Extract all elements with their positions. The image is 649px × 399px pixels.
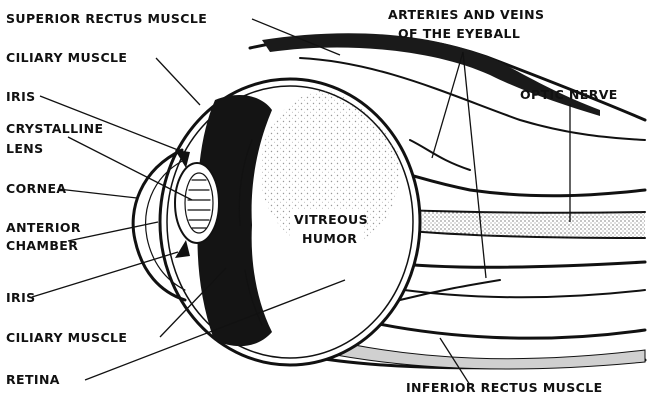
label-iris-top: IRIS — [6, 89, 36, 104]
label-ciliary-muscle-top: CILIARY MUSCLE — [6, 50, 127, 65]
label-chamber: CHAMBER — [6, 238, 78, 253]
label-anterior: ANTERIOR — [6, 220, 81, 235]
label-superior-rectus: SUPERIOR RECTUS MUSCLE — [6, 11, 207, 26]
label-cornea: CORNEA — [6, 181, 67, 196]
label-iris-bottom: IRIS — [6, 290, 36, 305]
label-lens: LENS — [6, 141, 44, 156]
label-crystalline: CRYSTALLINE — [6, 121, 103, 136]
label-humor: HUMOR — [302, 231, 357, 246]
label-vitreous: VITREOUS — [294, 212, 368, 227]
label-inferior-rectus: INFERIOR RECTUS MUSCLE — [406, 380, 603, 395]
label-retina: RETINA — [6, 372, 60, 387]
label-arteries-line2: OF THE EYEBALL — [398, 26, 520, 41]
label-arteries-line1: ARTERIES AND VEINS — [388, 7, 544, 22]
label-optic-nerve: OPTIC NERVE — [520, 87, 618, 102]
label-ciliary-muscle-bottom: CILIARY MUSCLE — [6, 330, 127, 345]
